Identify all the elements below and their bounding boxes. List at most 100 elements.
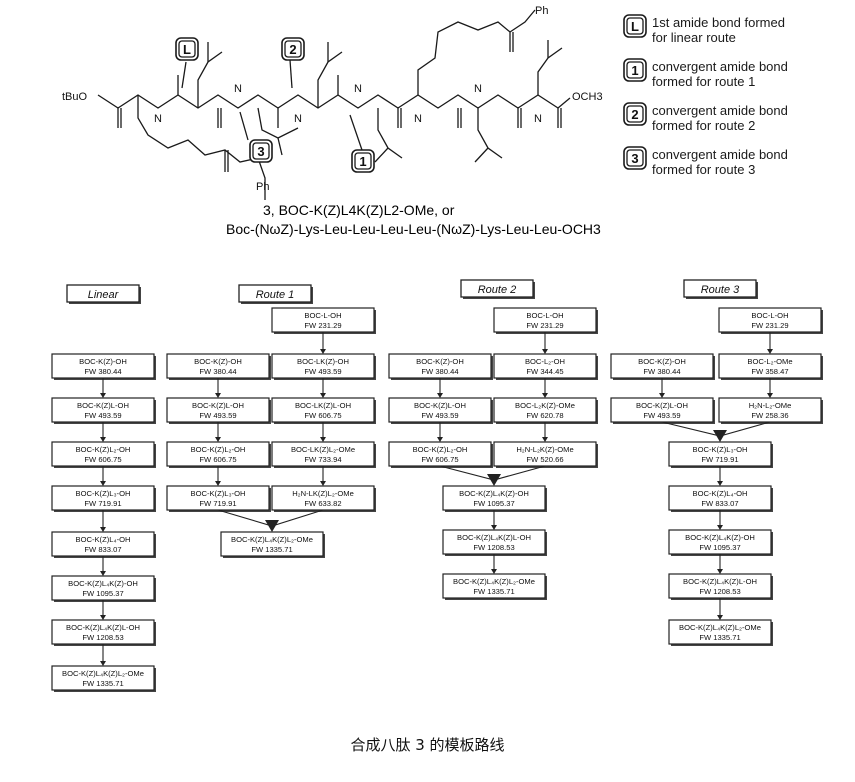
badge-1: 1: [351, 149, 375, 173]
route2-right-2-formula: BOC-L₂K(Z)-OMe: [515, 401, 575, 410]
legend-badge-3-label: 3: [631, 151, 638, 166]
backbone-nh-4: N: [414, 113, 422, 125]
route3-right-1-formula: BOC-L₂-OMe: [747, 357, 792, 366]
badge-2: 2: [281, 37, 305, 61]
route2-left-2-fw: FW 606.75: [421, 455, 458, 464]
route3-right-0-formula: BOC-L-OH: [751, 311, 788, 320]
route3-merged-2-formula: BOC-K(Z)L₄K(Z)-OH: [685, 533, 755, 542]
arrow-1-shaft: [349, 114, 363, 151]
route3-left-1-formula: BOC-K(Z)L-OH: [636, 401, 688, 410]
route-label-text-1: Route 1: [256, 289, 295, 301]
linear-step-6-formula: BOC-K(Z)L₄K(Z)L-OH: [66, 623, 140, 632]
linear-step-3-fw: FW 719.91: [84, 499, 121, 508]
route-label-text-3: Route 3: [701, 284, 740, 296]
linear-step-0-fw: FW 380.44: [84, 367, 121, 376]
route1-right-3-formula: BOC-LK(Z)L₂-OMe: [291, 445, 355, 454]
linear-step-1-formula: BOC-K(Z)L-OH: [77, 401, 129, 410]
route3-right-1-fw: FW 358.47: [751, 367, 788, 376]
route2-right-3-fw: FW 520.66: [526, 455, 563, 464]
route-label-text-2: Route 2: [478, 284, 517, 296]
route3-merged-3-formula: BOC-K(Z)L₄K(Z)L-OH: [683, 577, 757, 586]
linear-step-4-fw: FW 833.07: [84, 545, 121, 554]
linear-step-7-formula: BOC-K(Z)L₄K(Z)L₂-OMe: [62, 669, 144, 678]
legend-line1-0: 1st amide bond formed: [652, 15, 785, 30]
backbone-nh-1: N: [234, 83, 242, 95]
legend-line2-1: formed for route 1: [652, 74, 755, 89]
route2-merged-0-formula: BOC-K(Z)L₄K(Z)-OH: [459, 489, 529, 498]
linear-step-4-formula: BOC-K(Z)L₄-OH: [76, 535, 131, 544]
route2-merged-2-formula: BOC-K(Z)L₄K(Z)L₂-OMe: [453, 577, 535, 586]
backbone-nh-0: N: [154, 113, 162, 125]
legend-badge-1: 1: [623, 58, 647, 82]
backbone-nh-2: N: [294, 113, 302, 125]
route1-right-1-fw: FW 493.59: [304, 367, 341, 376]
badge-3-label: 3: [257, 144, 264, 159]
route2-right-3-formula: H₂N-L₂K(Z)-OMe: [516, 445, 573, 454]
compound-caption-line2: Boc-(NωZ)-Lys-Leu-Leu-Leu-Leu-(NωZ)-Lys-…: [226, 221, 601, 237]
route1-merged-0-formula: BOC-K(Z)L₄K(Z)L₂-OMe: [231, 535, 313, 544]
backbone-nh-3: N: [354, 83, 362, 95]
linear-step-5-formula: BOC-K(Z)L₄K(Z)-OH: [68, 579, 138, 588]
route2-merged-2-fw: FW 1335.71: [473, 587, 514, 596]
linear-step-7-fw: FW 1335.71: [82, 679, 123, 688]
route2-left-0-fw: FW 380.44: [421, 367, 458, 376]
route3-merged-0-formula: BOC-K(Z)L₃-OH: [693, 445, 748, 454]
route2-left-2-formula: BOC-K(Z)L₂-OH: [413, 445, 468, 454]
route3-right-2-formula: H₂N-L₂-OMe: [749, 401, 792, 410]
route3-right-2-fw: FW 258.36: [751, 411, 788, 420]
legend-badge-2-label: 2: [631, 107, 638, 122]
route2-merged-1-fw: FW 1208.53: [473, 543, 514, 552]
ph-label-1: Ph: [256, 181, 269, 193]
route3-left-1-fw: FW 493.59: [643, 411, 680, 420]
route-label-2: Route 2: [460, 279, 535, 299]
route2-right-0-formula: BOC-L-OH: [526, 311, 563, 320]
route2-merged-0-fw: FW 1095.37: [473, 499, 514, 508]
compound-caption-line1: 3, BOC-K(Z)L4K(Z)L2-OMe, or: [263, 202, 455, 218]
route1-left-3-fw: FW 719.91: [199, 499, 236, 508]
legend-line1-2: convergent amide bond: [652, 103, 788, 118]
route3-merged-1-fw: FW 833.07: [701, 499, 738, 508]
route1-left-1-formula: BOC-K(Z)L-OH: [192, 401, 244, 410]
route3-merged-3-fw: FW 1208.53: [699, 587, 740, 596]
route1-right-2-formula: BOC-LK(Z)L-OH: [295, 401, 351, 410]
linear-step-2-formula: BOC-K(Z)L₂-OH: [76, 445, 131, 454]
badge-L-label: L: [183, 42, 191, 57]
linear-step-5-fw: FW 1095.37: [82, 589, 123, 598]
legend-line2-0: for linear route: [652, 30, 736, 45]
figure-caption: 合成八肽 3 的模板路线: [350, 736, 505, 754]
route3-merged-0-fw: FW 719.91: [701, 455, 738, 464]
route2-right-1-formula: BOC-L₂-OH: [525, 357, 565, 366]
route3-merged-4-formula: BOC-K(Z)L₄K(Z)L₂-OMe: [679, 623, 761, 632]
route1-right-3-fw: FW 733.94: [304, 455, 341, 464]
route1-merged-0-fw: FW 1335.71: [251, 545, 292, 554]
route2-left-1-fw: FW 493.59: [421, 411, 458, 420]
och3-label: OCH3: [572, 91, 603, 103]
route1-left-0-fw: FW 380.44: [199, 367, 236, 376]
legend-badge-0: L: [623, 14, 647, 38]
route2-merged-1-formula: BOC-K(Z)L₄K(Z)L-OH: [457, 533, 531, 542]
tbuo-label: tBuO: [62, 91, 88, 103]
route1-right-1-formula: BOC-LK(Z)-OH: [297, 357, 349, 366]
